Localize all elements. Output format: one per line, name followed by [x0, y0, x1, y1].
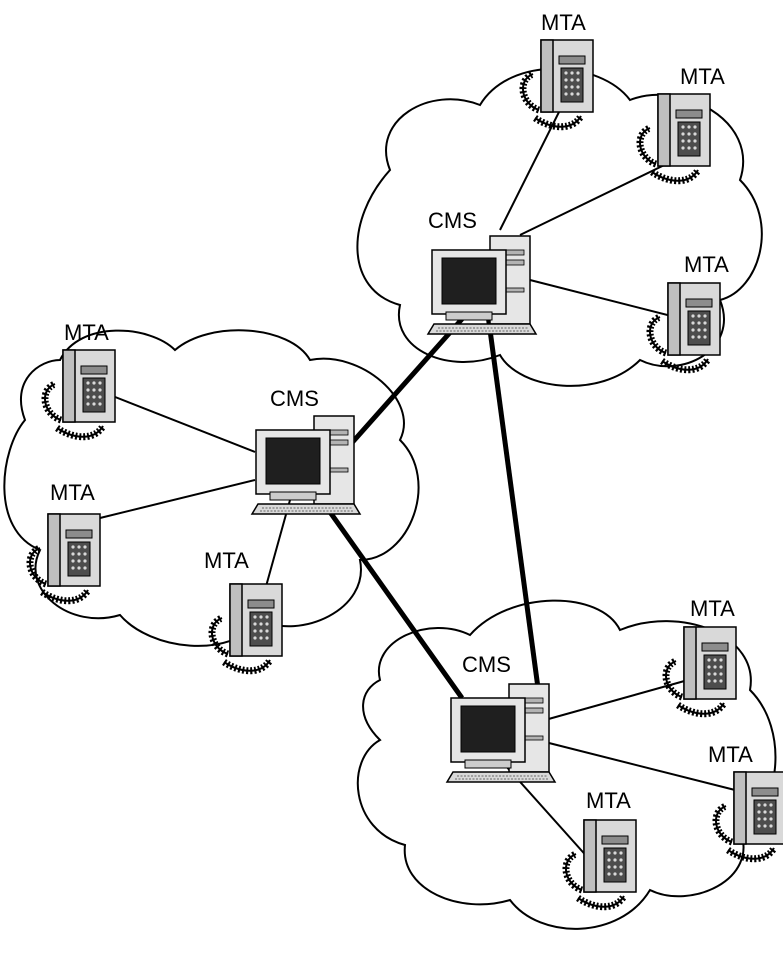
- mta-label: MTA: [64, 320, 109, 345]
- cms-node-bottom: CMS: [446, 652, 556, 783]
- mta-label: MTA: [586, 788, 631, 813]
- cms-node-left: CMS: [251, 386, 361, 515]
- mta-node-top2: MTA: [640, 64, 725, 181]
- mta-label: MTA: [50, 480, 95, 505]
- mta-label: MTA: [680, 64, 725, 89]
- link-cms-top-cms-bottom: [485, 314, 541, 689]
- mta-node-bottom3: MTA: [566, 788, 636, 907]
- link-cms-bottom-mta-bottom2: [544, 741, 736, 791]
- cms-node-top: CMS: [427, 208, 537, 335]
- mta-node-bottom2: MTA: [708, 742, 783, 859]
- link-cms-top-mta-top1: [499, 99, 566, 231]
- cloud-bottom: [356, 599, 777, 930]
- cms-label: CMS: [428, 208, 477, 233]
- mta-node-left2: MTA: [30, 480, 100, 601]
- mta-links: [99, 99, 736, 861]
- mta-label: MTA: [708, 742, 753, 767]
- link-cms-left-mta-left1: [109, 394, 256, 453]
- mta-node-left1: MTA: [45, 320, 115, 437]
- link-cms-top-mta-top2: [519, 154, 686, 236]
- mta-node-top3: MTA: [650, 252, 729, 370]
- mta-label: MTA: [684, 252, 729, 277]
- link-cms-bottom-mta-bottom1: [544, 679, 689, 721]
- mta-label: MTA: [690, 596, 735, 621]
- mta-label: MTA: [541, 10, 586, 35]
- mta-node-top1: MTA: [523, 10, 593, 127]
- link-cms-left-mta-left3: [264, 499, 291, 591]
- mta-node-bottom1: MTA: [666, 596, 736, 714]
- cms-label: CMS: [270, 386, 319, 411]
- mta-label: MTA: [204, 548, 249, 573]
- cms-label: CMS: [462, 652, 511, 677]
- mta-node-left3: MTA: [204, 548, 282, 671]
- link-cms-left-mta-left2: [99, 479, 256, 519]
- link-cms-left-cms-bottom: [317, 496, 465, 700]
